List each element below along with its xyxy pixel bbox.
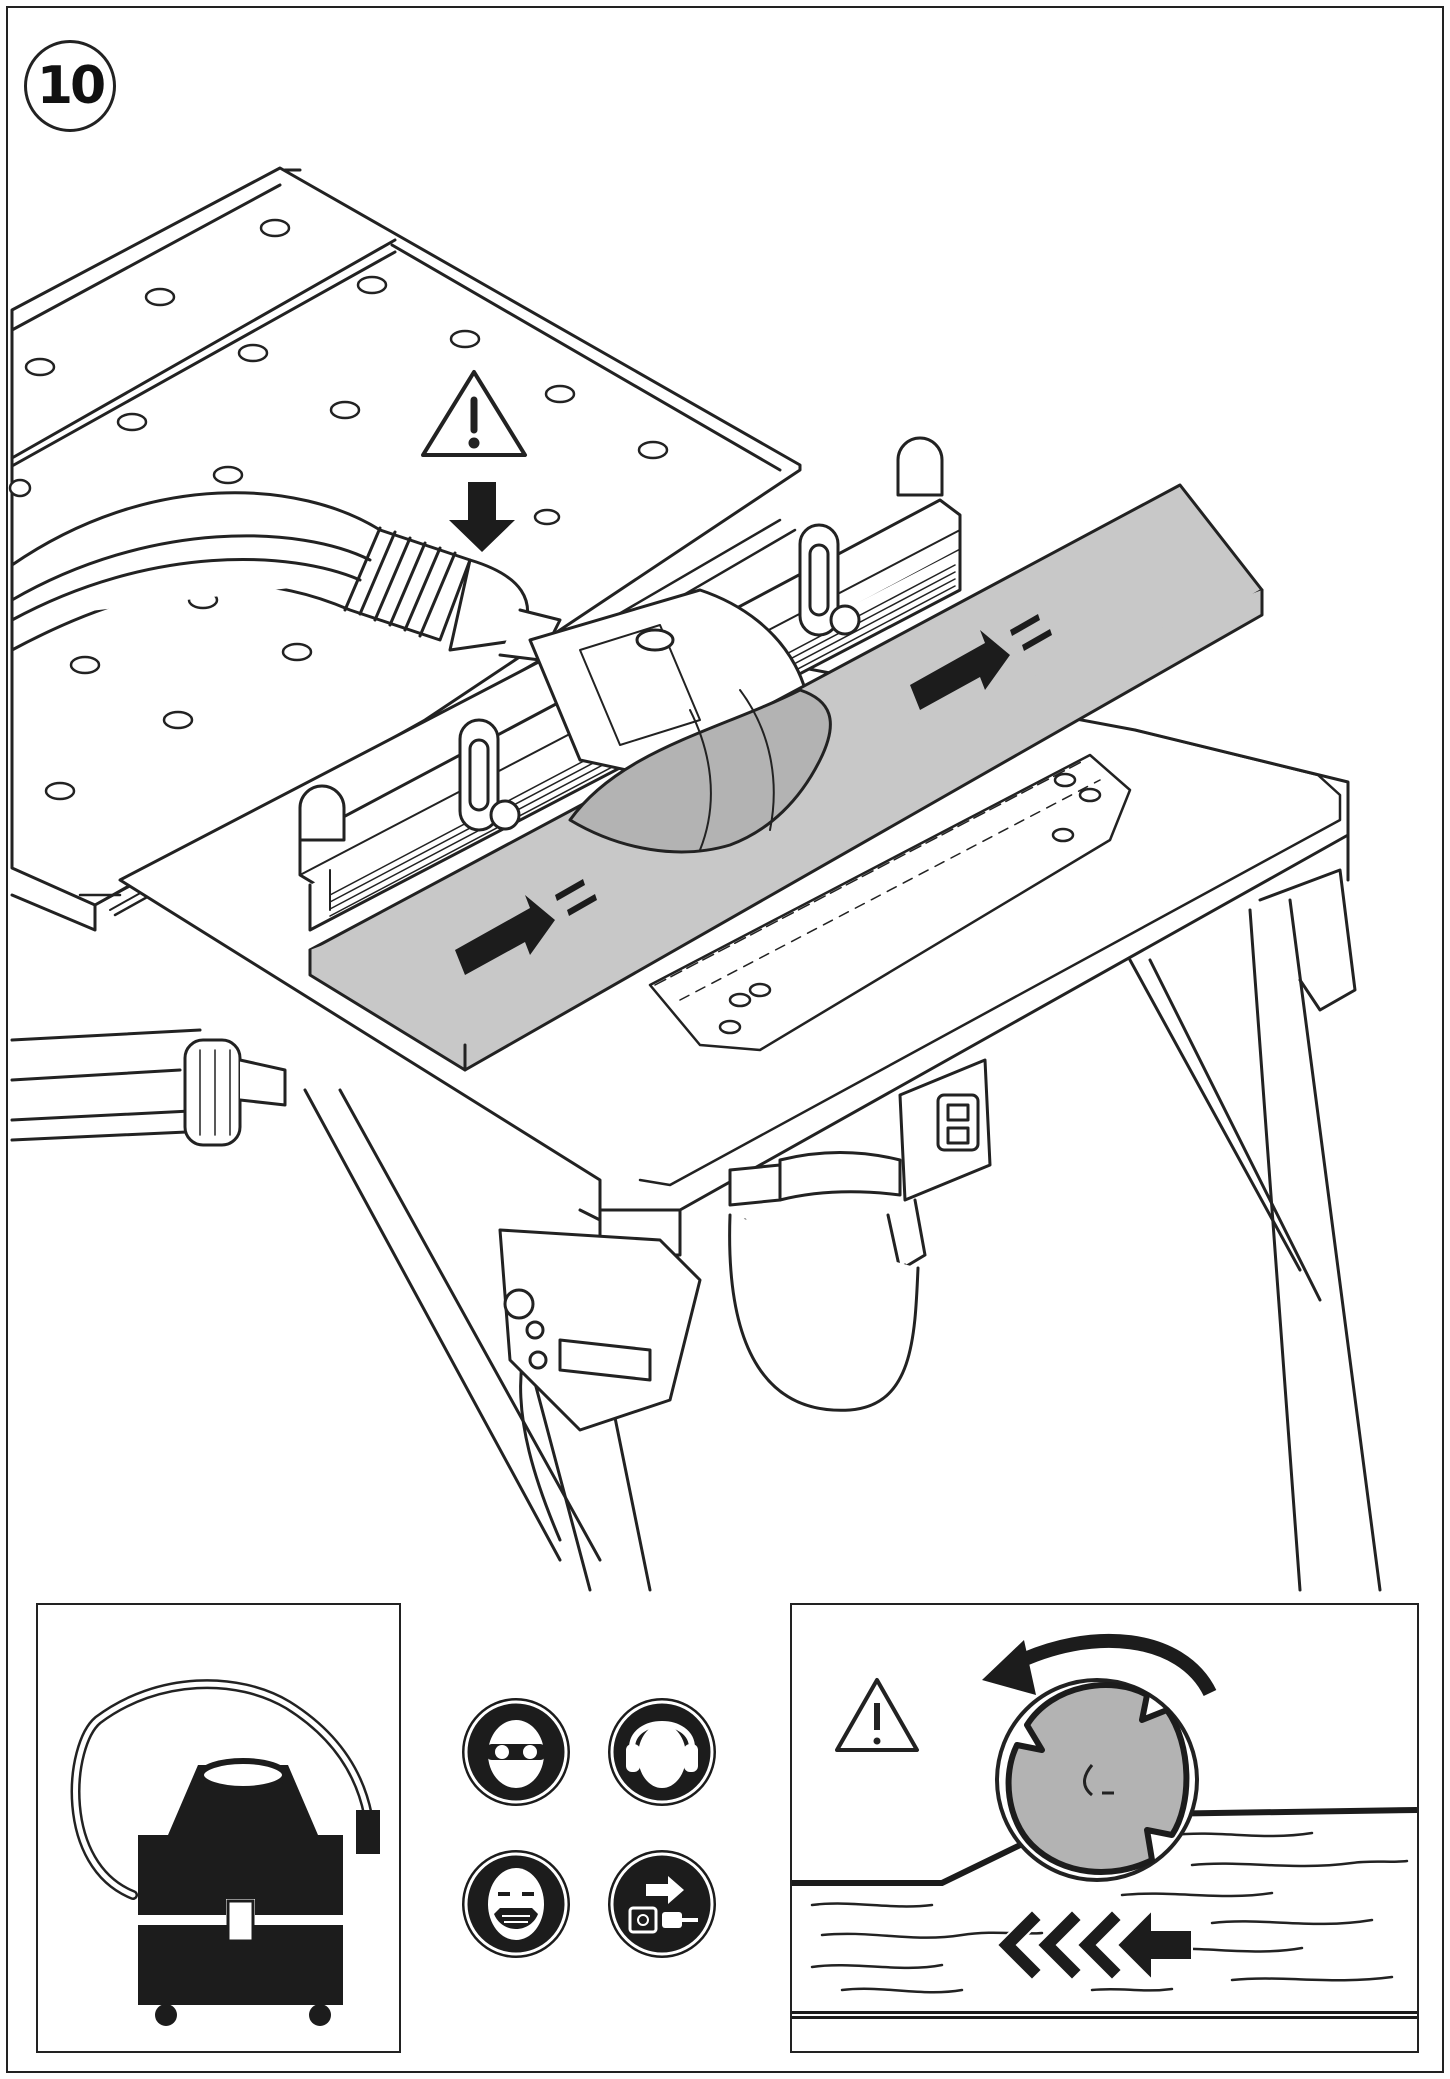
switch-box xyxy=(728,1058,992,1412)
blade-insert-plate xyxy=(648,753,1132,1052)
vacuum-panel xyxy=(36,1603,401,2053)
kickback-arrows-icon xyxy=(995,1907,1193,1983)
arrow-down-icon xyxy=(449,482,515,552)
step-number-badge: 10 xyxy=(24,40,116,132)
kickback-diagram xyxy=(792,1633,1417,2019)
feed-direction-arrows xyxy=(455,614,1052,975)
table-holes xyxy=(8,218,669,801)
kickback-warning-panel xyxy=(790,1603,1419,2053)
vacuum-extractor-icon xyxy=(70,1679,380,2026)
page-frame xyxy=(6,6,1444,2073)
table-legs xyxy=(10,868,1382,1592)
hearing-protection-icon xyxy=(608,1698,716,1806)
dust-hose xyxy=(10,491,562,662)
motor-housing xyxy=(498,1228,702,1432)
unplug-power-icon xyxy=(608,1850,716,1958)
dust-mask-icon xyxy=(462,1850,570,1958)
warning-triangle-icon xyxy=(835,1678,919,1752)
eye-protection-icon xyxy=(462,1698,570,1806)
saw-table-illustration xyxy=(8,166,1382,1592)
warning-triangle-icon xyxy=(421,370,527,457)
height-adjust-knob xyxy=(183,1038,287,1147)
